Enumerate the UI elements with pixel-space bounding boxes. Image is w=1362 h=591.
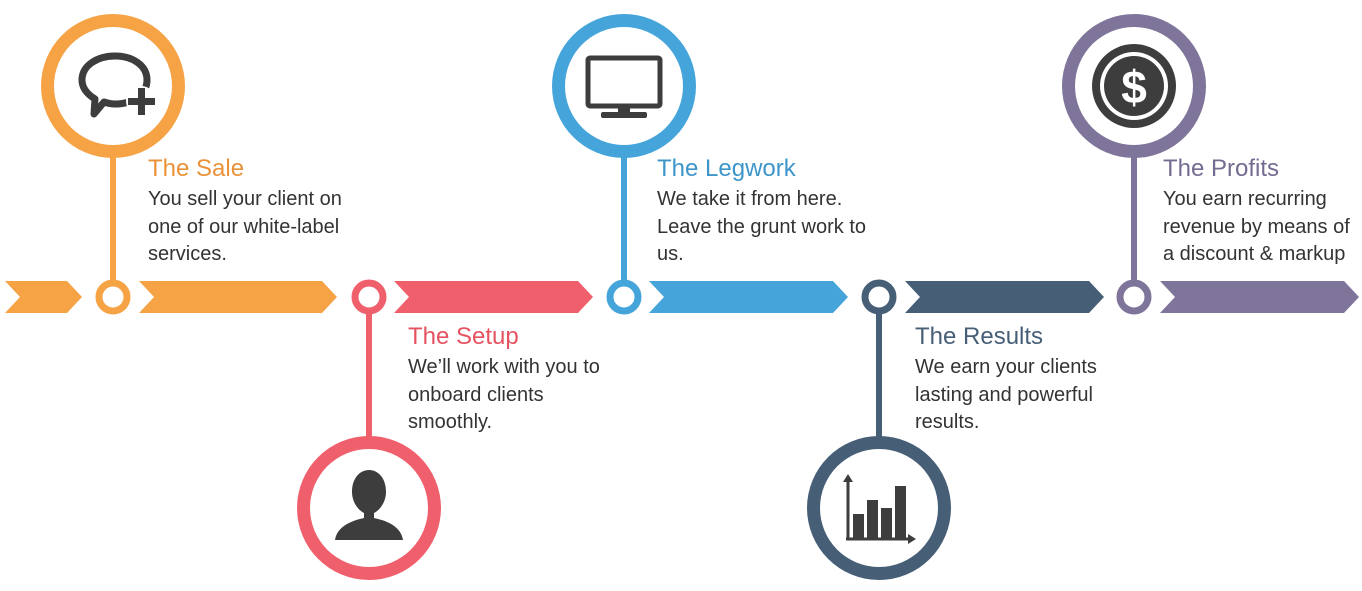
step-results-stem [876,314,882,444]
step-profits-description: You earn recurring revenue by means of a… [1163,188,1350,265]
step-profits-stem [1131,150,1137,280]
step-profits-label: The Profits You earn recurring revenue b… [1163,154,1361,269]
step-results [807,279,951,580]
timeline-arrow-sale-2 [139,281,337,313]
step-setup-description: We’ll work with you to onboard clients s… [408,356,600,433]
dollar-coin-icon: $ [1092,44,1176,128]
bar-chart-icon [843,474,916,544]
step-sale-label: The Sale You sell your client on one of … [148,154,363,269]
timeline-arrow-profits [1160,281,1359,313]
timeline-arrow-sale-1 [5,281,82,313]
step-legwork-stem [621,150,627,280]
timeline-arrow-results [905,281,1104,313]
chat-bubble-plus-icon [78,52,156,118]
person-silhouette-icon [335,470,403,540]
step-legwork [552,14,696,315]
step-legwork-node [606,279,642,315]
step-profits-title: The Profits [1163,155,1280,182]
step-legwork-label: The Legwork We take it from here. Leave … [657,154,872,269]
svg-text:$: $ [1121,61,1147,113]
step-setup [297,279,441,580]
step-sale-title: The Sale [148,155,245,182]
step-results-label: The Results We earn your clients lasting… [915,322,1130,437]
step-profits: $ [1062,14,1206,315]
timeline-arrow-setup [394,281,593,313]
timeline-arrow-legwork [649,281,848,313]
step-results-description: We earn your clients lasting and powerfu… [915,356,1097,433]
step-results-title: The Results [915,323,1044,350]
monitor-icon [585,55,663,118]
step-sale-stem [110,150,116,280]
step-legwork-description: We take it from here. Leave the grunt wo… [657,188,867,265]
step-setup-label: The Setup We’ll work with you to onboard… [408,322,623,437]
step-setup-stem [366,314,372,444]
step-legwork-title: The Legwork [657,155,796,182]
step-sale [41,14,185,315]
step-sale-node [95,279,131,315]
step-setup-node [351,279,387,315]
step-results-node [861,279,897,315]
step-profits-node [1116,279,1152,315]
step-setup-title: The Setup [408,323,519,350]
step-sale-description: You sell your client on one of our white… [148,188,342,265]
